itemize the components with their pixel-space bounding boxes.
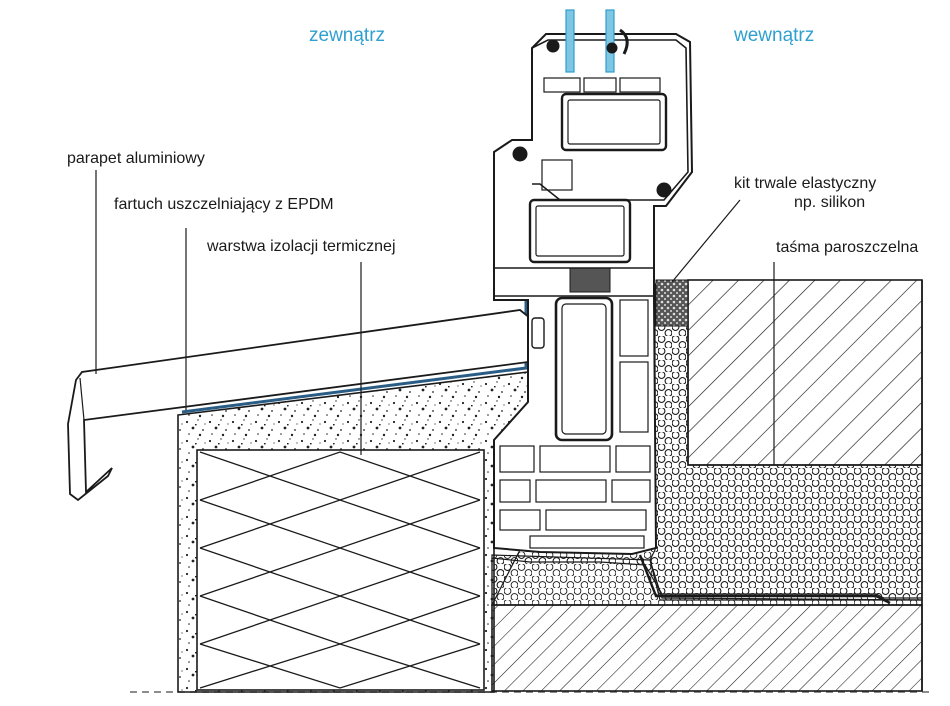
- vapor-tape-line: [638, 554, 891, 605]
- aluminium-sill: [67, 309, 531, 502]
- sealant-label-line2: np. silikon: [794, 194, 865, 211]
- apron-label: fartuch uszczelniający z EPDM: [114, 196, 334, 213]
- sealant-strip: [655, 279, 689, 327]
- leader-lines: [95, 170, 775, 465]
- sill-label: parapet aluminiowy: [67, 150, 205, 167]
- inside-label: wewnątrz: [733, 25, 814, 46]
- thermal-insulation: [196, 449, 485, 691]
- sealant-label-line1: kit trwale elastyczny: [734, 175, 876, 192]
- outside-label: zewnątrz: [309, 25, 385, 46]
- insulation-label: warstwa izolacji termicznej: [206, 238, 396, 255]
- vapor-tape-label: taśma paroszczelna: [776, 239, 918, 256]
- window-frame-profile: [493, 9, 694, 556]
